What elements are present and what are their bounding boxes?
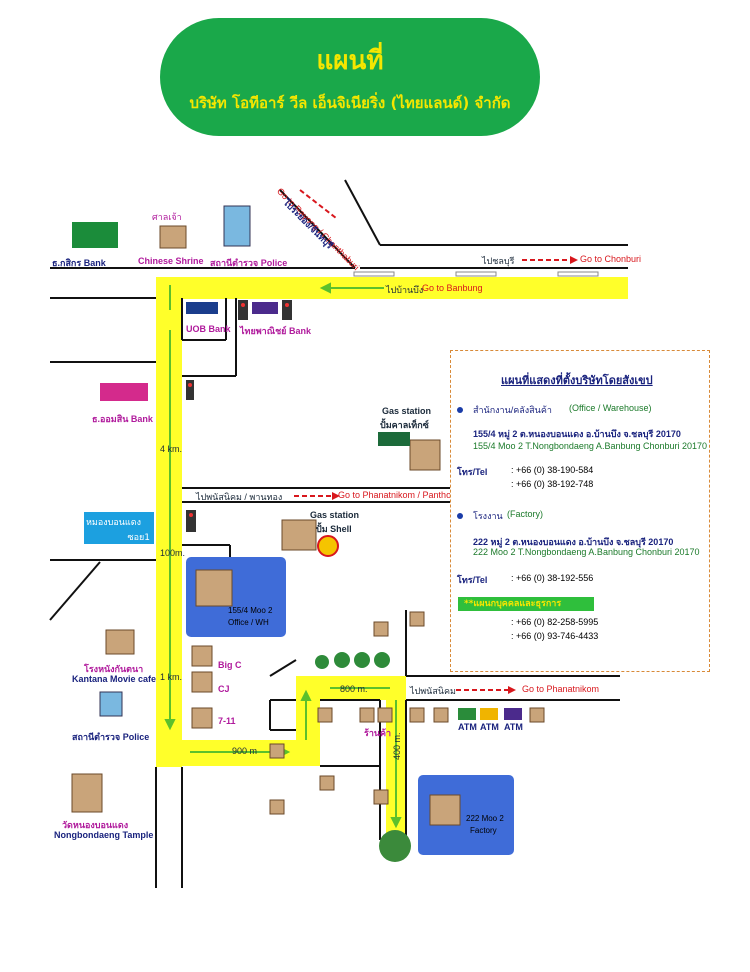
soi-name: หมองบอนแดง [86,518,141,528]
direction-arrows [294,189,578,694]
kasikorn-logo-icon [72,222,118,248]
office-label-th: สำนักงาน/คลังสินค้า [473,405,552,415]
chonburi-th-label: ไปชลบุรี [482,256,515,266]
office-box-line1: 155/4 Moo 2 [228,606,273,615]
soi-number: ซอย1 [127,533,150,543]
phanat-en-label: Go to Phanatnikom [522,684,600,694]
hr-tel-1: : +66 (0) 82-258-5995 [511,617,599,627]
kantana-en-label: Kantana Movie cafe [72,674,157,684]
tree-icons [315,652,390,669]
bigc-label: Big C [218,660,242,670]
distance-900m: 900 m [232,746,258,756]
caltex-en-label: Gas station [382,406,432,416]
office-label-en: (Office / Warehouse) [569,403,652,413]
gsb-logo-icon [100,383,148,401]
factory-tel: : +66 (0) 38-192-556 [511,573,594,583]
caltex-logo-icon [378,432,410,446]
temple-th-label: วัดหนองบอนแดง [62,820,129,830]
route-arrows [164,282,402,829]
factory-box-line1: 222 Moo 2 [466,814,504,823]
distance-800m: 800 m. [340,684,368,694]
road-banbung [160,277,628,299]
office-address-th: 155/4 หมู่ 2 ต.หนองบอนแดง อ.บ้านบึง จ.ชล… [473,429,681,439]
police-top-label: สถานีตำรวจ Police [210,258,288,268]
shell-th-label: ปั้ม Shell [316,524,352,534]
office-tel-label: โทร/Tel [457,467,488,477]
pond-icon [379,830,411,862]
uob-bank-label: UOB Bank [186,324,231,334]
uob-logo-icon [186,302,218,314]
shell-en-label: Gas station [310,510,360,520]
distance-1km: 1 km. [160,672,183,682]
banbung-th-label: ไปบ้านบึง [386,285,424,295]
scb-bank-label: ไทยพาณิชย์ Bank [240,326,311,336]
road-lines [49,179,628,888]
shell-logo-icon [317,535,339,557]
map-header: แผนที่ บริษัท โอทีอาร์ วีล เอ็นจิเนียริ่… [160,18,540,136]
factory-address-th: 222 หมู่ 2 ต.หนองบอนแดง อ.บ้านบึง จ.ชลบุ… [473,537,674,547]
shop-label: ร้านค้า [364,728,392,738]
atm-icon-2 [480,708,498,720]
atm-label-3: ATM [504,722,523,732]
info-title: แผนที่แสดงที่ตั้งบริษัทโดยสังเขป [501,374,653,387]
police-bottom-label: สถานีตำรวจ Police [72,732,150,742]
gsb-bank-label: ธ.ออมสิน Bank [92,414,153,424]
distance-100m: 100m. [160,548,186,558]
atm-icon-1 [458,708,476,720]
kantana-th-label: โรงหนังกันตนา [84,664,144,674]
phanat-panthong-th-label: ไปพนัสนิคม / พานทอง [196,492,283,502]
factory-bullet [457,513,463,519]
office-box-line2: Office / WH [228,618,269,627]
cj-label: CJ [218,684,230,694]
factory-label-th: โรงงาน [473,511,503,521]
atm-icon-3 [504,708,522,720]
traffic-light-icons [186,300,292,532]
soi-sign: หมองบอนแดง ซอย1 [84,512,154,544]
kasikorn-bank-label: ธ.กสิกร Bank [52,258,106,268]
temple-en-label: Nongbondaeng Tample [54,830,154,840]
seven-eleven-label: 7-11 [218,716,236,726]
company-info-panel: แผนที่แสดงที่ตั้งบริษัทโดยสังเขป สำนักงา… [450,350,710,672]
map-title: แผนที่ [316,46,384,76]
company-name: บริษัท โอทีอาร์ วีล เอ็นจิเนียริ่ง (ไทยแ… [189,94,511,112]
banbung-en-label: Go to Banbung [422,283,483,293]
chinese-shrine-th-label: ศาลเจ้า [152,212,182,222]
distance-4km: 4 km. [160,444,183,454]
factory-label-en: (Factory) [507,509,543,519]
factory-box-line2: Factory [470,826,497,835]
phanat-th-label: ไปพนัสนิคม [410,686,456,696]
distance-400m: 400 m. [392,732,402,760]
office-address-en: 155/4 Moo 2 T.Nongbondaeng A.Banbung Cho… [473,441,708,451]
chonburi-en-label: Go to Chonburi [580,254,642,264]
factory-address-en: 222 Moo 2 T.Nongbondaeng A.Banbung Chonb… [473,547,700,557]
hr-department-label: **แผนกบุคคลและธุรการ [458,597,594,611]
office-bullet [457,407,463,413]
phanat-panthong-en-label: Go to Phanatnikom / Panthong [338,490,462,500]
office-tel-2: : +66 (0) 38-192-748 [511,479,594,489]
chinese-shrine-label: Chinese Shrine [138,256,204,266]
factory-tel-label: โทร/Tel [457,575,488,585]
atm-label-1: ATM [458,722,477,732]
caltex-th-label: ปั้มคาลเท็กซ์ [380,420,429,430]
atm-label-2: ATM [480,722,499,732]
building-icons [71,225,545,826]
crossing-marks [353,271,599,277]
office-tel-1: : +66 (0) 38-190-584 [511,465,594,475]
scb-logo-icon [252,302,278,314]
hr-tel-2: : +66 (0) 93-746-4433 [511,631,599,641]
police-icons [99,205,251,717]
